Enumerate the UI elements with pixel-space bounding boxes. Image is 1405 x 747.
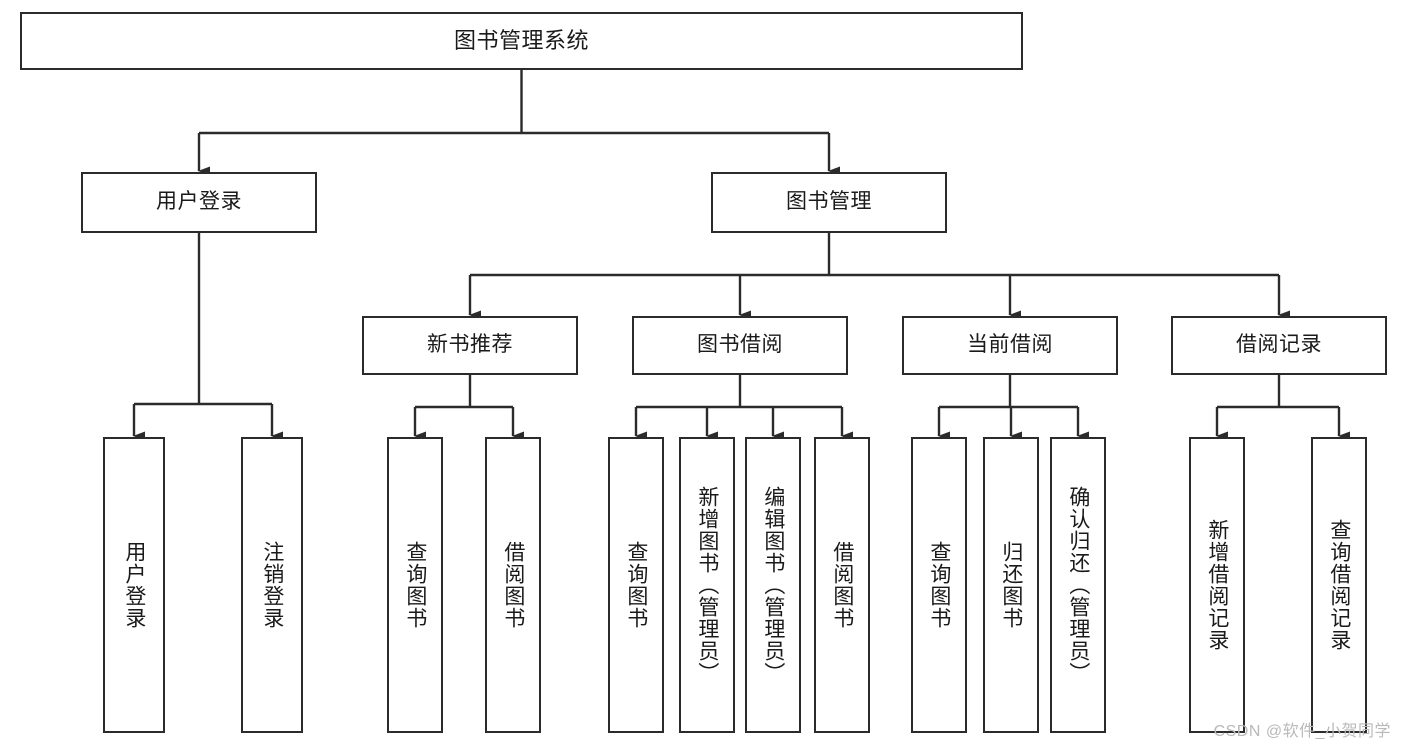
node-book-borrow[interactable]: 图书借阅 [632,316,848,375]
node-leaf-query-book-3[interactable]: 查询图书 [911,437,967,733]
node-label-book-manage: 图书管理 [786,190,872,214]
node-leaf-add-book[interactable]: 新增图书（管理员） [679,437,735,733]
node-label-leaf-query-book-2: 查询图书 [624,541,648,629]
node-label-leaf-borrow-book-1: 借阅图书 [501,541,525,629]
node-label-book-borrow: 图书借阅 [697,333,783,357]
node-label-leaf-add-book: 新增图书（管理员） [695,486,719,684]
node-user-login[interactable]: 用户登录 [81,172,317,233]
node-leaf-user-login[interactable]: 用户登录 [103,437,165,733]
node-label-current-borrow: 当前借阅 [967,333,1053,357]
node-leaf-borrow-book-2[interactable]: 借阅图书 [814,437,870,733]
node-new-book-rec[interactable]: 新书推荐 [362,316,578,375]
node-label-user-login: 用户登录 [156,190,242,214]
node-leaf-edit-book[interactable]: 编辑图书（管理员） [745,437,801,733]
node-leaf-borrow-book-1[interactable]: 借阅图书 [485,437,541,733]
node-label-leaf-confirm-return: 确认归还（管理员） [1066,486,1090,684]
node-book-manage[interactable]: 图书管理 [711,172,947,233]
node-label-leaf-edit-book: 编辑图书（管理员） [761,486,785,684]
node-label-leaf-add-record: 新增借阅记录 [1205,519,1229,651]
node-leaf-confirm-return[interactable]: 确认归还（管理员） [1050,437,1106,733]
node-label-borrow-record: 借阅记录 [1236,333,1322,357]
node-label-leaf-borrow-book-2: 借阅图书 [830,541,854,629]
node-label-leaf-logout: 注销登录 [260,541,284,629]
node-leaf-query-book-1[interactable]: 查询图书 [387,437,443,733]
node-label-leaf-query-book-1: 查询图书 [403,541,427,629]
node-borrow-record[interactable]: 借阅记录 [1171,316,1387,375]
node-label-new-book-rec: 新书推荐 [427,333,513,357]
node-label-leaf-user-login: 用户登录 [122,541,146,629]
node-current-borrow[interactable]: 当前借阅 [902,316,1118,375]
node-leaf-logout[interactable]: 注销登录 [241,437,303,733]
node-leaf-query-book-2[interactable]: 查询图书 [608,437,664,733]
node-leaf-return-book[interactable]: 归还图书 [983,437,1039,733]
node-root[interactable]: 图书管理系统 [20,12,1023,70]
node-label-leaf-return-book: 归还图书 [999,541,1023,629]
node-label-leaf-query-book-3: 查询图书 [927,541,951,629]
node-label-root: 图书管理系统 [453,28,589,54]
node-label-leaf-query-record: 查询借阅记录 [1327,519,1351,651]
node-leaf-add-record[interactable]: 新增借阅记录 [1189,437,1245,733]
node-leaf-query-record[interactable]: 查询借阅记录 [1311,437,1367,733]
